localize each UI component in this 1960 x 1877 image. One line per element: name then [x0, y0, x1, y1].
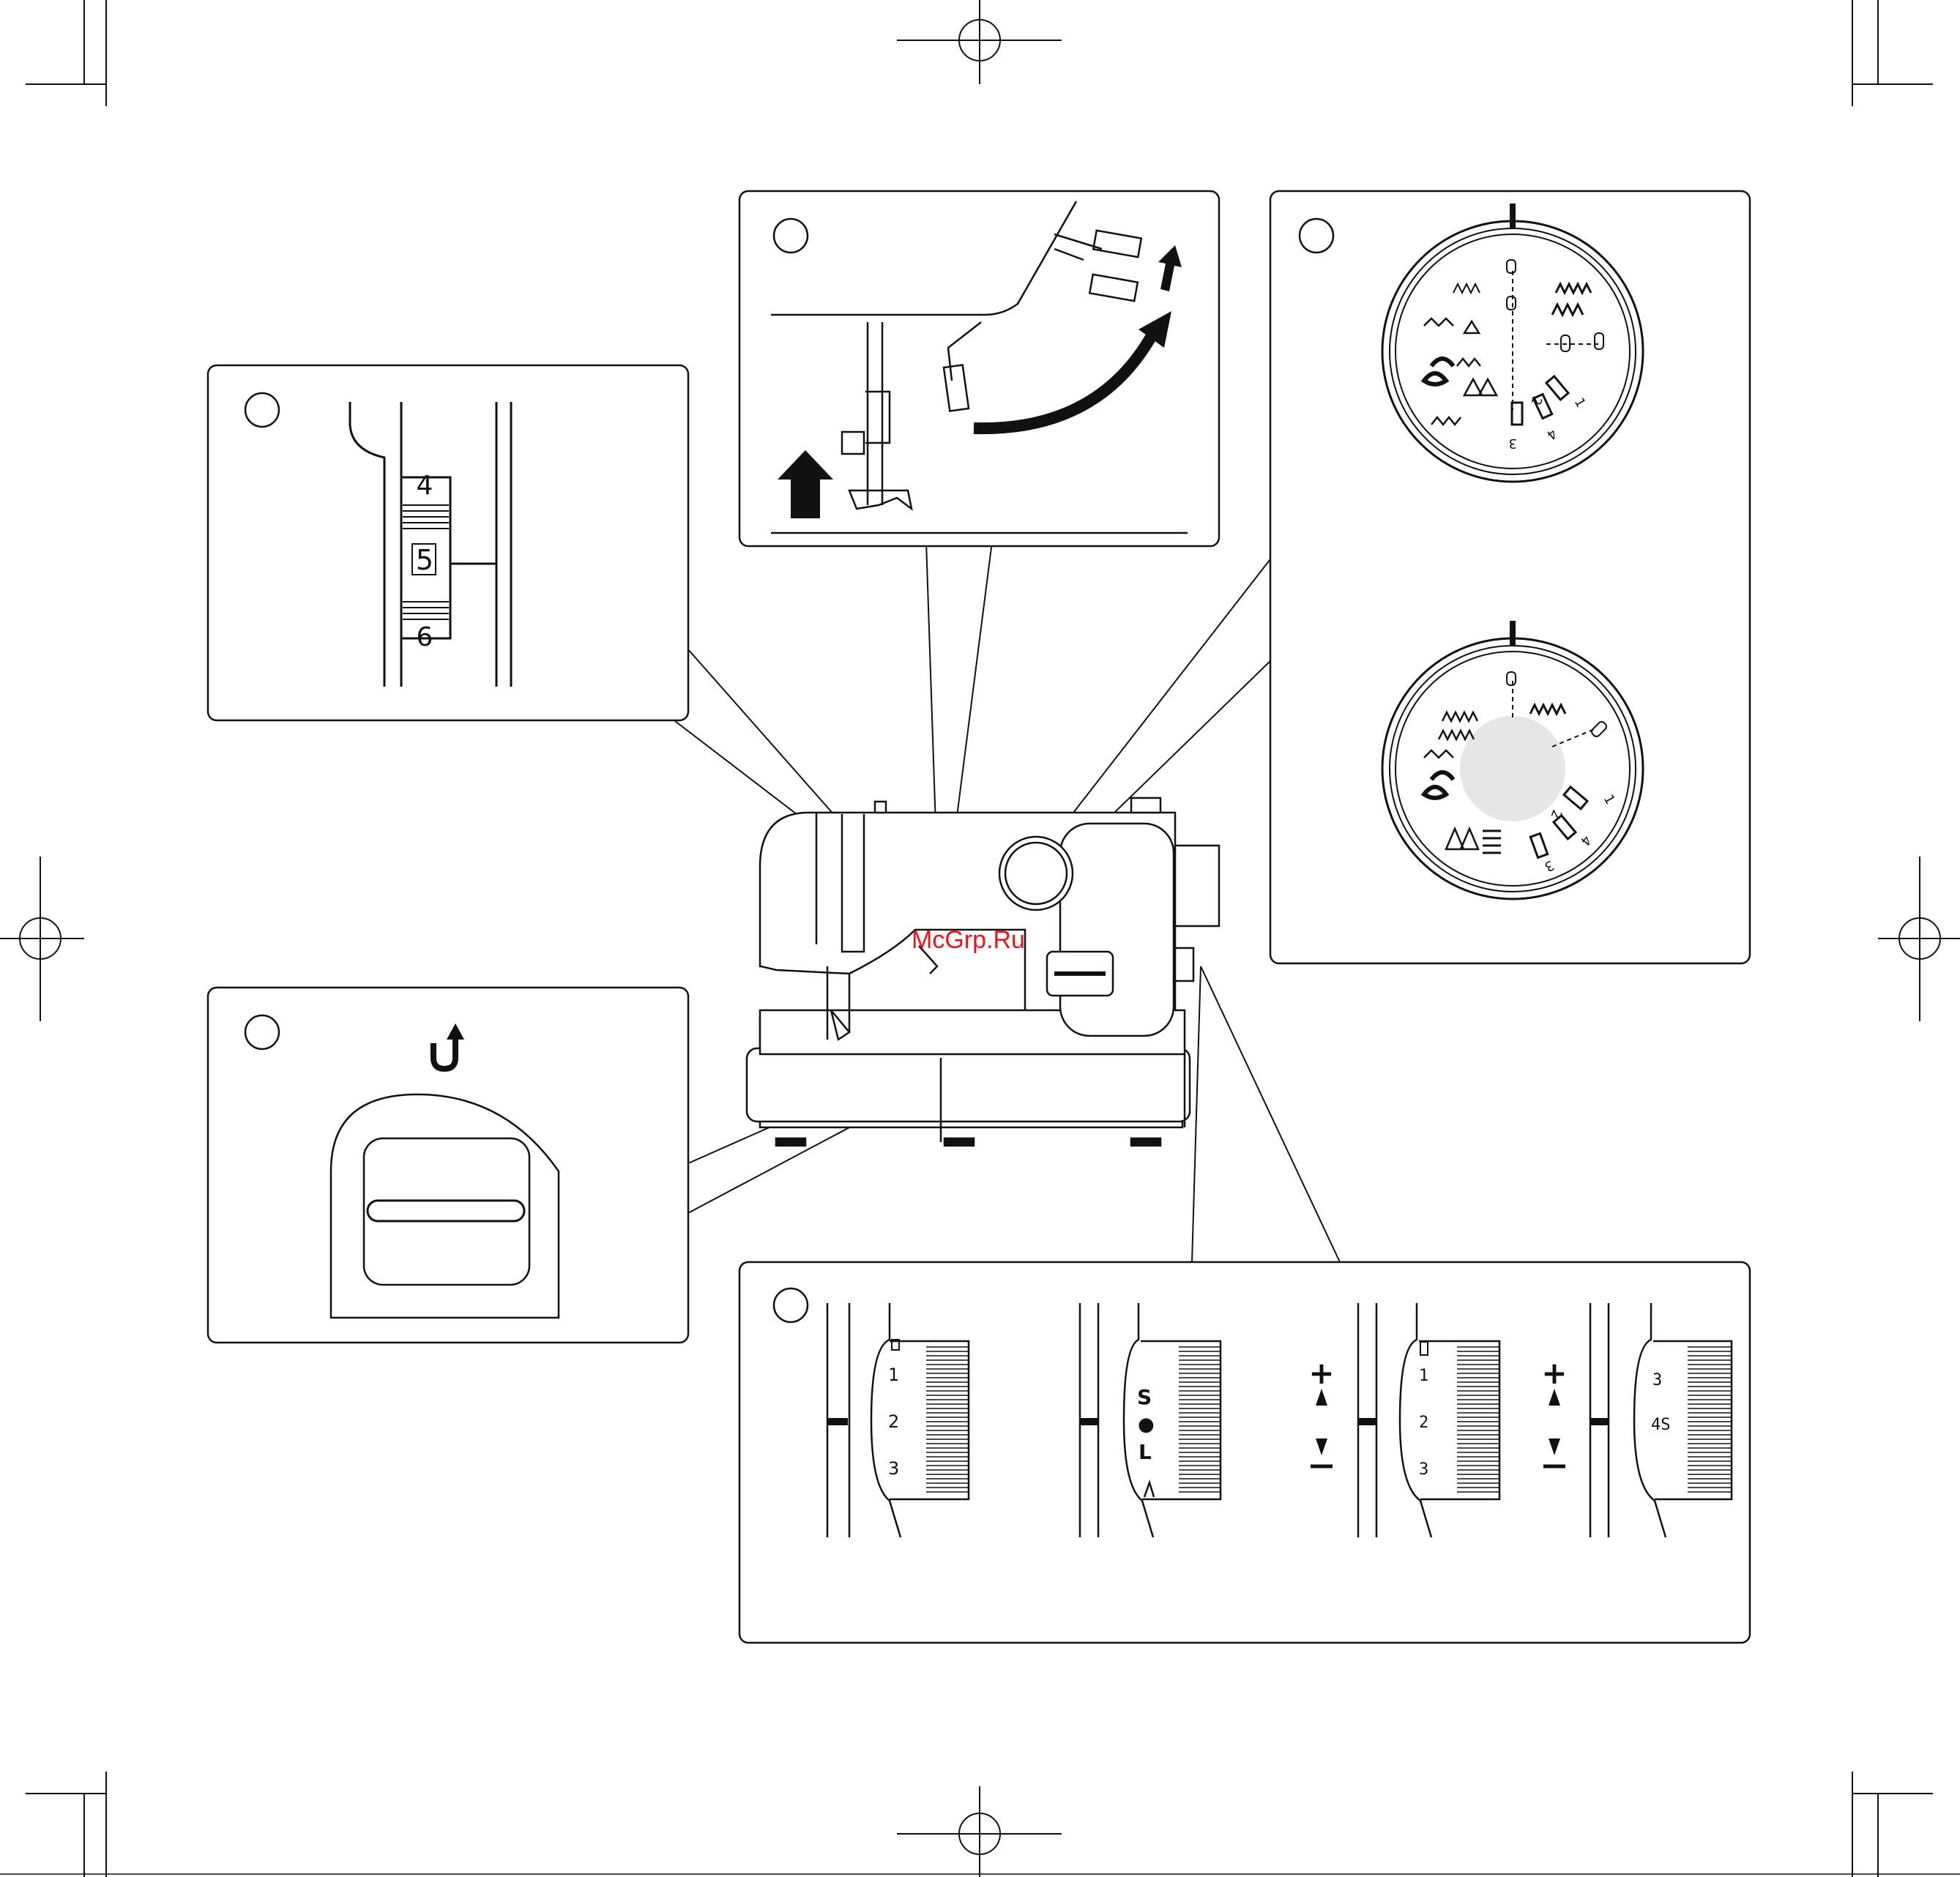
tension-number-6: 6: [417, 622, 433, 652]
stitch-dial-2-label-l: L: [1139, 1440, 1152, 1464]
circle-marker-icon: [245, 393, 279, 427]
stitch-dial-2-label-dot: ●: [1138, 1414, 1155, 1436]
circle-marker-icon: [245, 1015, 279, 1049]
stitch-dial-1-number-3: 3: [888, 1458, 899, 1479]
stitch-dial-2-label-s: S: [1137, 1385, 1152, 1409]
crosshair-right-icon: [1878, 857, 1960, 1021]
panel-thread-tension: 4 5 6: [208, 365, 688, 720]
crosshair-top-icon: [897, 0, 1062, 84]
tension-number-4: 4: [417, 471, 433, 501]
stitch-dial-3-number-1: 1: [1419, 1367, 1428, 1385]
sewing-machine-illustration: [747, 798, 1219, 1146]
stitch-dial-3-number-2: 2: [1419, 1414, 1428, 1432]
crosshair-left-icon: [0, 857, 84, 1021]
crosshair-bottom-icon: [897, 1786, 1062, 1877]
stitch-dial-4-label-3: 3: [1652, 1371, 1662, 1389]
stitch-dial-1-number-2: 2: [888, 1411, 899, 1432]
panel-stitch-length: 1 2 3 S ● L 1 2 3 +: [739, 1262, 1750, 1643]
tension-number-5: 5: [416, 544, 433, 576]
circle-marker-icon: [774, 1288, 808, 1322]
stitch-dial-3-number-3: 3: [1419, 1460, 1428, 1479]
circle-marker-icon: [774, 219, 808, 253]
stitch-dial-4-label-4s: 4S: [1651, 1416, 1671, 1434]
stitch-dial-1-number-1: 1: [888, 1365, 899, 1385]
watermark: McGrp.Ru: [912, 926, 1025, 954]
dial-top-number-3: 3: [1509, 436, 1517, 451]
plus-sign: +: [1308, 1355, 1334, 1391]
circle-marker-icon: [1300, 219, 1333, 253]
panel-presser-foot: [739, 191, 1219, 546]
plus-sign: +: [1541, 1355, 1567, 1391]
panel-pattern-dials: 1 2 3 4 1 2 3 4: [1270, 191, 1750, 963]
panel-reverse-lever: [208, 988, 688, 1343]
